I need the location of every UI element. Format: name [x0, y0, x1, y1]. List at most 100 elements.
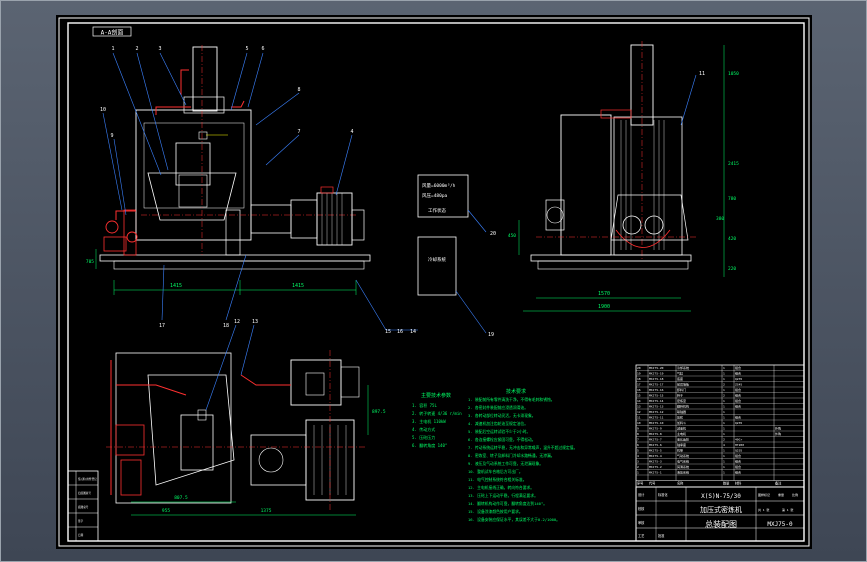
parts-cell: 1: [723, 399, 725, 403]
parts-cell: 15: [637, 394, 641, 398]
detail-box-label: 冷却系统: [428, 256, 446, 263]
callout-6: 6: [261, 46, 264, 52]
parts-cell: MXJ75-14: [649, 399, 664, 403]
callout-5: 5: [245, 46, 248, 52]
callout-14: 14: [410, 329, 416, 335]
sheet-border: [58, 17, 810, 547]
parts-cell: 前后墙板: [677, 382, 689, 387]
parts-cell: 1: [723, 377, 725, 381]
parts-cell: MXJ75-13: [649, 405, 664, 409]
callout-12: 12: [234, 319, 240, 325]
tech-req-3: 3. 各转动部位转动灵活，无卡滞现象。: [468, 413, 536, 418]
tech-req-8: 8. 密炼室、转子及卸料门冷却水路畅通，无渗漏。: [468, 453, 555, 458]
tech-req-1: 1. 装配前所有零件清洗干净，不得有毛刺和锈蚀。: [468, 397, 555, 402]
parts-cell: 40Cr: [735, 438, 742, 442]
dim-side-h1: 380: [716, 216, 724, 222]
parts-cell: MXJ75-8: [649, 432, 662, 436]
parts-cell: 主电机: [677, 431, 686, 436]
parts-cell: 密炼室: [677, 398, 686, 403]
title-name: 加压式密炼机: [700, 505, 742, 514]
parts-cell: 组合: [735, 398, 741, 403]
title-model: X(S)N-75/30: [701, 493, 741, 500]
callout-16: 16: [397, 329, 403, 335]
parts-cell: 气动系统: [677, 453, 689, 458]
callout-3: 3: [158, 46, 161, 52]
parts-cell: MXJ75-1: [649, 471, 662, 475]
title-drawing-no: MXJ75-0: [767, 521, 793, 528]
dim-side-h4: 2415: [728, 161, 739, 167]
parts-cell: 1: [637, 471, 639, 475]
parts-header-cell: 名称: [677, 481, 684, 486]
parts-cell: 转子: [677, 393, 683, 398]
parts-cell: 1: [723, 432, 725, 436]
parts-cell: MXJ75-7: [649, 438, 662, 442]
tech-param-1: 1. 容积 75L: [412, 402, 437, 408]
parts-cell: 组合: [735, 459, 741, 464]
parts-cell: 压砣: [677, 415, 683, 420]
callout-15: 15: [385, 329, 391, 335]
parts-cell: 外购: [775, 431, 781, 436]
dim-side-h2: 780: [728, 196, 736, 202]
callout-19: 19: [488, 332, 494, 338]
parts-cell: 1: [723, 427, 725, 431]
tech-req-15: 15. 设备涂漆颜色按用户要求。: [468, 509, 523, 514]
dim-side-left-h: 450: [508, 233, 516, 239]
tech-requirements: 技术要求 1. 装配前所有零件清洗干净，不得有毛刺和锈蚀。 2. 各密封件装配前…: [468, 388, 577, 522]
spec-notes: 风量=6000m³/h 风压=480pa 工作状态 20 冷却系统 19: [417, 174, 496, 338]
callout-11: 11: [699, 71, 705, 77]
tech-req-7: 7. 传动系统运转平稳，无冲击和异常噪声，温升不超过规定值。: [468, 445, 577, 450]
plan-outline: [115, 352, 232, 504]
parts-cell: 5: [637, 449, 639, 453]
parts-cell: 1: [723, 388, 725, 392]
sheet-meta-4: 共 1 张: [758, 507, 769, 512]
dim-plan-bottom-left: 955: [162, 508, 170, 514]
tech-req-5: 5. 装配后空运转试验不少于2小时。: [468, 429, 530, 434]
stamp-label-3: 底图总号: [78, 505, 89, 509]
parts-cell: MXJ75-6: [649, 443, 662, 447]
parts-cell: 冷却系统: [677, 365, 689, 370]
tech-param-5: 5. 压砣压力: [412, 434, 435, 440]
parts-cell: 加料斗: [677, 420, 686, 425]
reducer-front: [250, 204, 292, 234]
parts-cell: MXJ75-11: [649, 416, 664, 420]
dim-plan-right-h: 897.5: [372, 409, 386, 415]
title-block: 设计 校核 审核 工艺 标准化 批准 X(S)N-75/30 加压式密炼机 总装…: [635, 486, 805, 542]
parts-cell: ZG45: [735, 383, 742, 387]
left-stamp: 借(通)用件登记 旧底图总号 底图总号 签字 日期: [67, 470, 99, 542]
parts-cell: 轴承座: [677, 442, 686, 447]
parts-cell: 12: [637, 410, 641, 414]
spec-line-2: 风压=480pa: [422, 193, 448, 199]
parts-header-cell: 代号: [649, 481, 655, 486]
tech-req-2: 2. 各密封件装配前应浸透润滑油。: [468, 405, 528, 410]
parts-cell: 组合: [735, 464, 741, 469]
parts-cell: 17: [637, 383, 641, 387]
tech-req-13: 13. 压砣上下运动平稳，行程满足要求。: [468, 493, 538, 498]
signoff-4: 工艺: [638, 533, 644, 538]
tech-req-16: 16. 设备安装应保证水平，其误差不大于0.2/1000。: [468, 517, 560, 522]
tech-param-6: 6. 翻转角度 140°: [412, 442, 447, 448]
parts-cell: 组合: [735, 387, 741, 392]
parts-cell: 4: [637, 454, 639, 458]
dim-plan-bottom-right: 1375: [261, 508, 272, 514]
parts-cell: 1: [723, 449, 725, 453]
parts-cell: 卸料门: [677, 387, 686, 392]
parts-cell: 速比齿轮: [677, 437, 689, 442]
signoff-5: 标准化: [658, 492, 668, 497]
spec-line-1: 风量=6000m³/h: [422, 182, 456, 189]
parts-cell: MXJ75-20: [649, 366, 664, 370]
parts-cell: MXJ75-9: [649, 427, 662, 431]
parts-cell: 组合: [735, 371, 741, 376]
parts-cell: 2: [637, 465, 639, 469]
plan-motor: [290, 359, 342, 406]
sheet-meta-3: 比例: [792, 492, 798, 497]
parts-cell: 6: [637, 443, 639, 447]
plan-view: 807.5 955 1375 897.5 12 13: [106, 319, 386, 516]
parts-cell: 20: [637, 366, 641, 370]
parts-cell: Q235: [735, 377, 742, 381]
parts-cell: 3: [637, 460, 639, 464]
parts-cell: 联轴器: [677, 409, 686, 414]
tech-param-3: 3. 主电机 110kW: [412, 418, 446, 424]
parts-cell: 1: [723, 460, 725, 464]
detail-box: [417, 236, 457, 296]
front-view: A-A剖面: [86, 26, 418, 335]
